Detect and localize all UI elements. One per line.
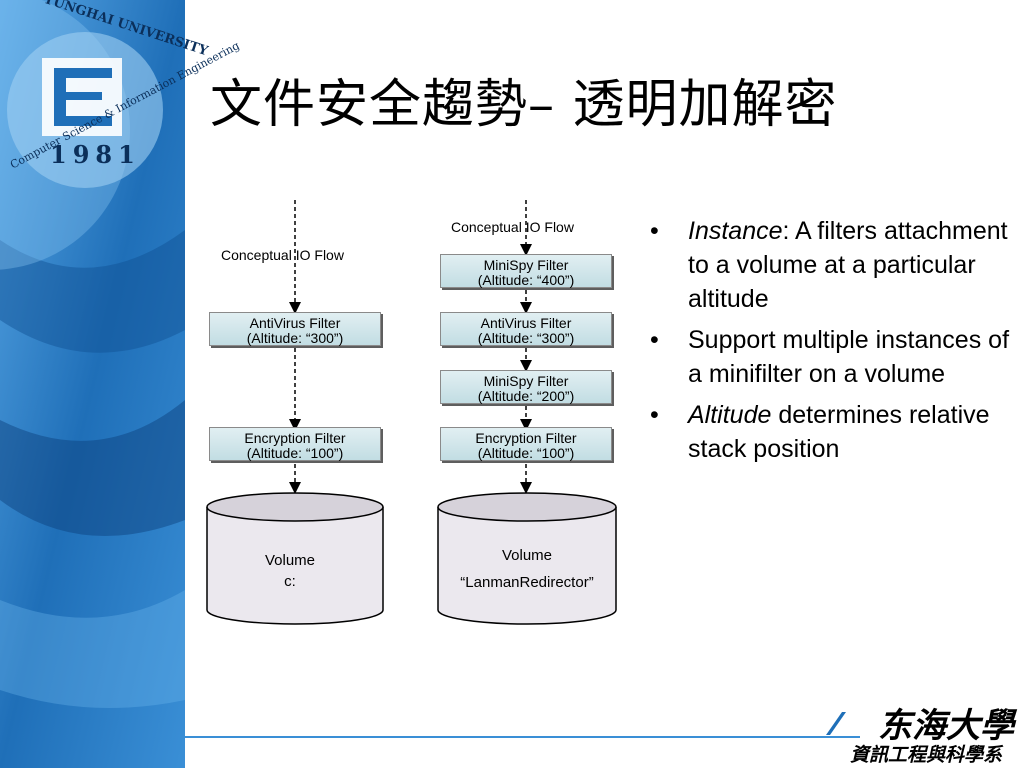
bullet-list: Instance: A filters attachment to a volu…	[640, 214, 1010, 473]
slide-title: 文件安全趨勢– 透明加解密	[210, 75, 838, 135]
filter-name: Encryption Filter	[475, 430, 577, 446]
filter-name: MiniSpy Filter	[483, 257, 569, 273]
logo-year-text: 1981	[50, 140, 141, 169]
filter-altitude: (Altitude: “400”)	[477, 272, 575, 288]
emblem-icon	[7, 32, 163, 188]
filter-altitude: (Altitude: “300”)	[477, 330, 575, 346]
left-volume-cylinder	[206, 492, 384, 625]
filter-altitude: (Altitude: “200”)	[477, 388, 575, 404]
filter-name: AntiVirus Filter	[480, 315, 572, 331]
bullet-item: Support multiple instances of a minifilt…	[640, 323, 1010, 391]
filter-altitude: (Altitude: “300”)	[246, 330, 344, 346]
filter-altitude: (Altitude: “100”)	[246, 445, 344, 461]
bullet-emphasis: Instance	[688, 217, 783, 245]
left-volume-label: Volume c:	[245, 552, 335, 590]
volume-name: “LanmanRedirector”	[460, 574, 594, 591]
right-filter-antivirus: AntiVirus Filter (Altitude: “300”)	[440, 312, 612, 346]
filter-name: Encryption Filter	[244, 430, 346, 446]
bullet-emphasis: Altitude	[688, 401, 772, 429]
right-filter-encryption: Encryption Filter (Altitude: “100”)	[440, 427, 612, 461]
bullet-item: Instance: A filters attachment to a volu…	[640, 214, 1010, 316]
bullet-text: determines relative stack position	[688, 401, 990, 463]
volume-title: Volume	[264, 552, 316, 569]
bullet-text: Support multiple instances of a minifilt…	[688, 326, 1010, 388]
filter-name: MiniSpy Filter	[483, 373, 569, 389]
right-filter-minispy-200: MiniSpy Filter (Altitude: “200”)	[440, 370, 612, 404]
left-filter-encryption: Encryption Filter (Altitude: “100”)	[209, 427, 381, 461]
filter-name: AntiVirus Filter	[249, 315, 341, 331]
volume-title: Volume	[501, 547, 553, 564]
volume-name: c:	[284, 573, 296, 590]
right-volume-cylinder	[437, 492, 617, 625]
io-flow-diagram	[206, 200, 617, 625]
left-filter-antivirus: AntiVirus Filter (Altitude: “300”)	[209, 312, 381, 346]
bullet-item: Altitude determines relative stack posit…	[640, 398, 1010, 466]
filter-altitude: (Altitude: “100”)	[477, 445, 575, 461]
bullet-text: : A filters attachment to a volume at a …	[688, 217, 1008, 313]
footer-university-name: 东海大學	[878, 706, 1014, 746]
left-flow-label: Conceptual IO Flow	[221, 247, 344, 263]
sidebar-panel	[0, 0, 185, 768]
right-volume-label: Volume “LanmanRedirector”	[447, 547, 607, 591]
right-filter-minispy-400: MiniSpy Filter (Altitude: “400”)	[440, 254, 612, 288]
right-flow-label: Conceptual IO Flow	[451, 219, 574, 235]
footer-department-name: 資訊工程與科學系	[850, 744, 1003, 766]
